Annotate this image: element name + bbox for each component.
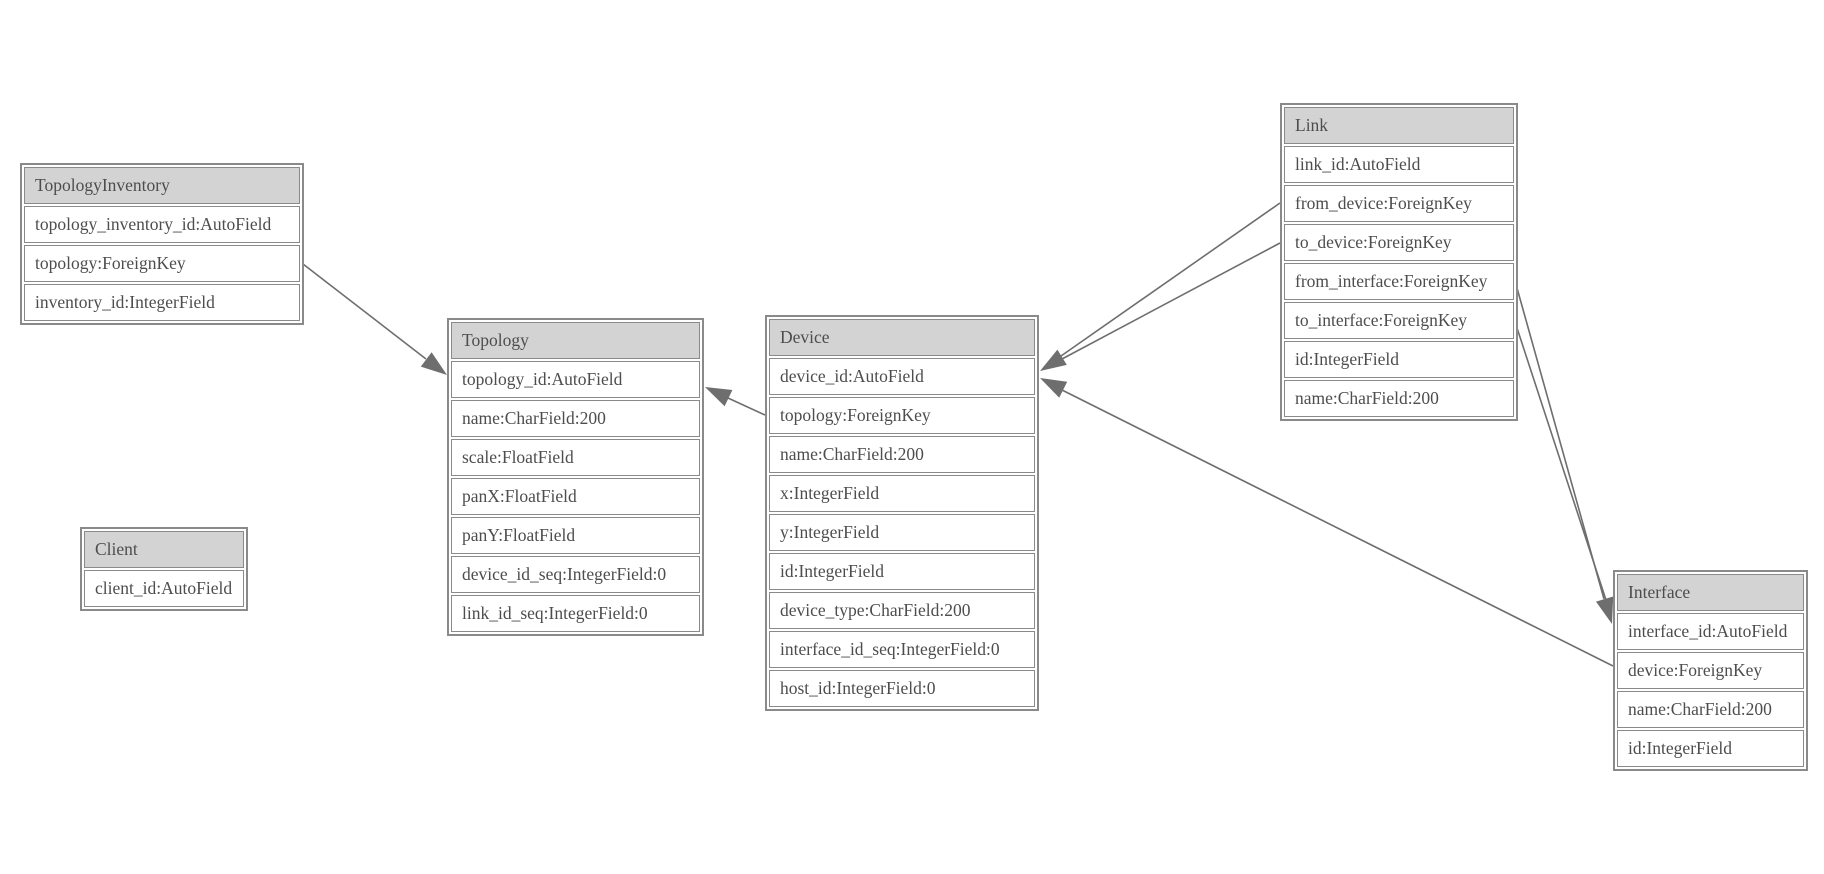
relation-line-link-from-device-to-device: [1060, 202, 1281, 357]
field-row: interface_id:AutoField: [1617, 613, 1804, 650]
entity-topologyinventory-title: TopologyInventory: [24, 167, 300, 204]
relation-line-link-to-interface-to-interface: [1516, 327, 1608, 604]
entity-interface-title: Interface: [1617, 574, 1804, 611]
relation-line-device-to-topology: [727, 397, 766, 416]
field-row: from_device:ForeignKey: [1284, 185, 1514, 222]
field-row: name:CharField:200: [1284, 380, 1514, 417]
arrowhead-topologyinventory-to-topology: [420, 352, 447, 375]
relation-line-link-to-device-to-device: [1061, 242, 1281, 360]
entity-topologyinventory: TopologyInventory topology_inventory_id:…: [20, 163, 304, 325]
field-row: to_device:ForeignKey: [1284, 224, 1514, 261]
relation-line-topologyinventory-to-topology: [302, 263, 427, 360]
field-row: panY:FloatField: [451, 517, 700, 554]
field-row: topology:ForeignKey: [24, 245, 300, 282]
field-row: device_id_seq:IntegerField:0: [451, 556, 700, 593]
field-row: x:IntegerField: [769, 475, 1035, 512]
arrowhead-link-to-interface: [1596, 596, 1614, 624]
entity-interface: Interface interface_id:AutoField device:…: [1613, 570, 1808, 771]
entity-topology: Topology topology_id:AutoField name:Char…: [447, 318, 704, 636]
field-row: y:IntegerField: [769, 514, 1035, 551]
field-row: topology_id:AutoField: [451, 361, 700, 398]
relation-line-interface-to-device: [1061, 389, 1614, 667]
field-row: panX:FloatField: [451, 478, 700, 515]
field-row: topology_inventory_id:AutoField: [24, 206, 300, 243]
entity-device: Device device_id:AutoField topology:Fore…: [765, 315, 1039, 711]
field-row: name:CharField:200: [1617, 691, 1804, 728]
entity-topology-title: Topology: [451, 322, 700, 359]
field-row: host_id:IntegerField:0: [769, 670, 1035, 707]
field-row: client_id:AutoField: [84, 570, 244, 607]
field-row: scale:FloatField: [451, 439, 700, 476]
field-row: link_id_seq:IntegerField:0: [451, 595, 700, 632]
entity-client-title: Client: [84, 531, 244, 568]
arrowhead-device-to-topology: [705, 387, 733, 407]
field-row: name:CharField:200: [769, 436, 1035, 473]
field-row: device:ForeignKey: [1617, 652, 1804, 689]
field-row: inventory_id:IntegerField: [24, 284, 300, 321]
entity-link: Link link_id:AutoField from_device:Forei…: [1280, 103, 1518, 421]
field-row: device_id:AutoField: [769, 358, 1035, 395]
field-row: from_interface:ForeignKey: [1284, 263, 1514, 300]
field-row: name:CharField:200: [451, 400, 700, 437]
entity-device-title: Device: [769, 319, 1035, 356]
field-row: id:IntegerField: [1284, 341, 1514, 378]
field-row: interface_id_seq:IntegerField:0: [769, 631, 1035, 668]
field-row: device_type:CharField:200: [769, 592, 1035, 629]
field-row: link_id:AutoField: [1284, 146, 1514, 183]
field-row: id:IntegerField: [1617, 730, 1804, 767]
field-row: to_interface:ForeignKey: [1284, 302, 1514, 339]
field-row: topology:ForeignKey: [769, 397, 1035, 434]
field-row: id:IntegerField: [769, 553, 1035, 590]
arrowhead-interface-to-device: [1040, 378, 1068, 398]
entity-link-title: Link: [1284, 107, 1514, 144]
entity-client: Client client_id:AutoField: [80, 527, 248, 611]
arrowhead-link-to-device: [1040, 349, 1067, 371]
